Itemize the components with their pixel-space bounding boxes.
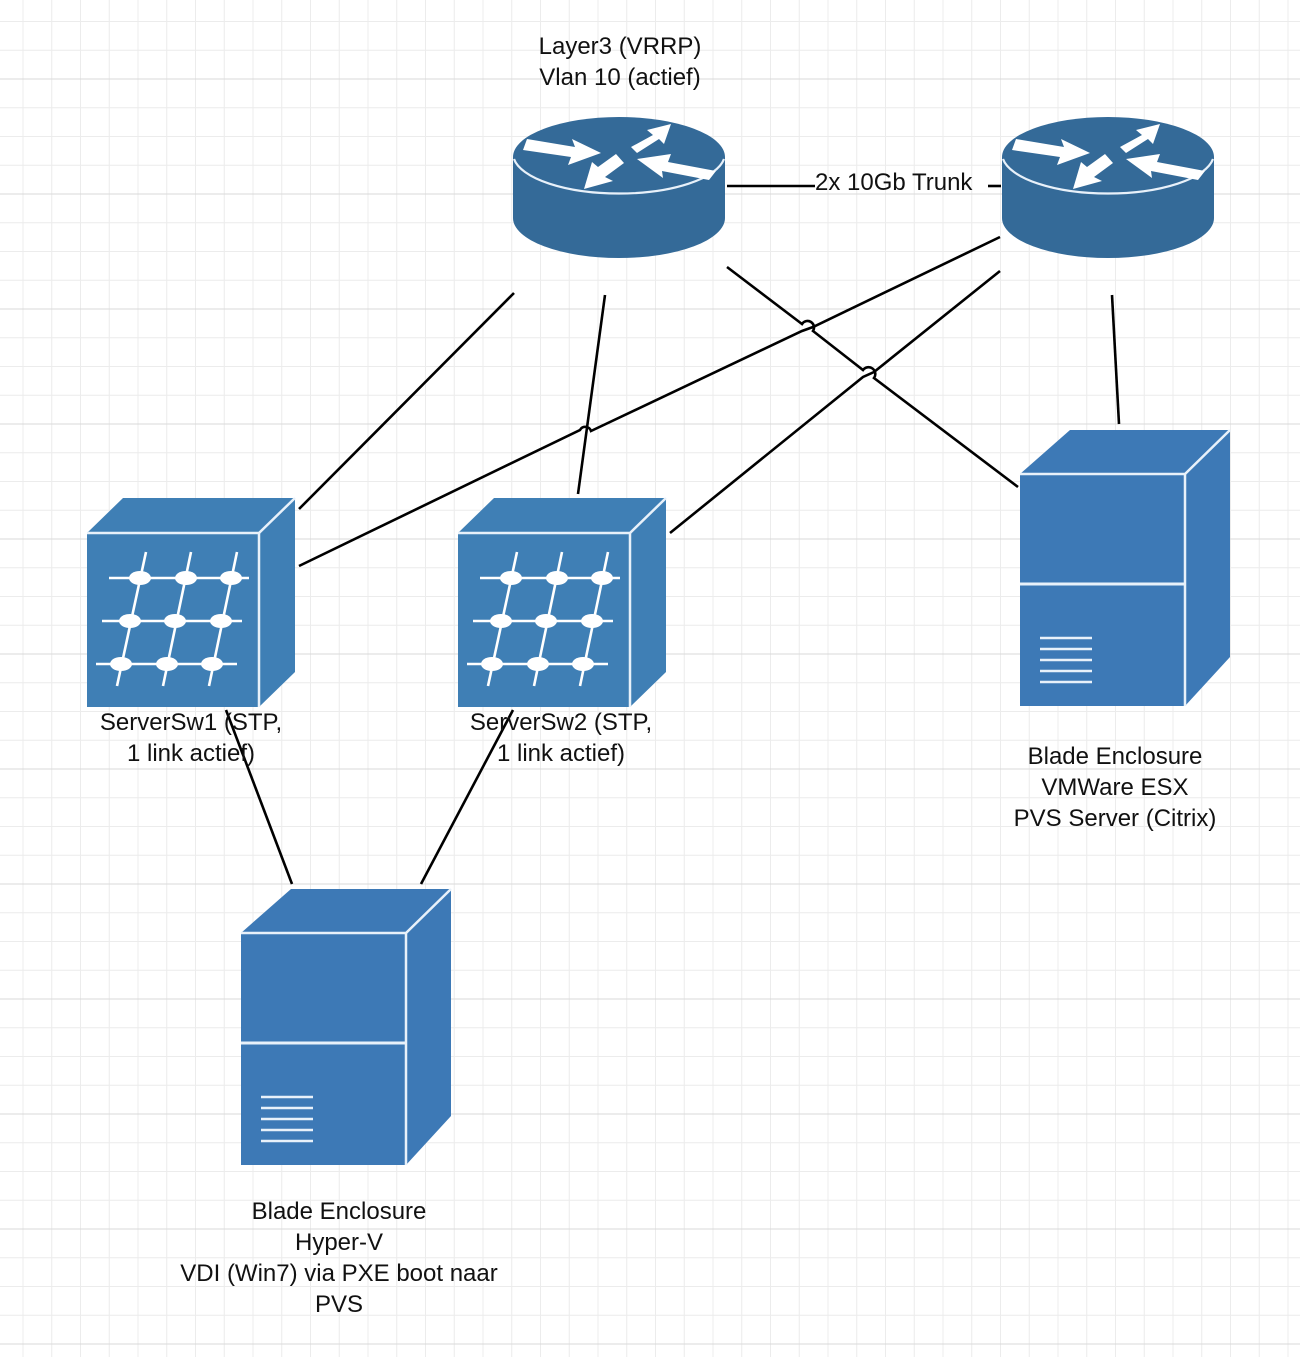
router1-label-line: Layer3 (VRRP) bbox=[538, 33, 702, 60]
router-icon bbox=[1000, 115, 1216, 260]
router1-label-line: Vlan 10 (actief) bbox=[539, 64, 701, 91]
blade-esx-node[interactable] bbox=[1018, 428, 1232, 708]
router1-node[interactable] bbox=[511, 115, 727, 260]
serversw2-label: ServerSw2 (STP, 1 link actief) bbox=[411, 707, 711, 769]
blade-hyperv-node[interactable] bbox=[239, 887, 453, 1167]
blade-esx-label: Blade Enclosure VMWare ESX PVS Server (C… bbox=[965, 741, 1265, 834]
blade-hyperv-label-line: Blade Enclosure bbox=[251, 1198, 427, 1225]
layer3-switch-icon bbox=[85, 496, 297, 709]
router2-node[interactable] bbox=[1000, 115, 1216, 260]
link-router1-blade-esx[interactable] bbox=[726, 265, 1019, 489]
link-router2-serversw1[interactable] bbox=[298, 235, 1001, 568]
blade-esx-label-line: VMWare ESX bbox=[1041, 774, 1189, 801]
serversw1-label: ServerSw1 (STP, 1 link actief) bbox=[41, 707, 341, 769]
serversw2-node[interactable] bbox=[456, 496, 668, 709]
layer3-switch-icon bbox=[456, 496, 668, 709]
link-serversw1-blade-hyperv[interactable] bbox=[224, 709, 294, 885]
link-router1-serversw1[interactable] bbox=[298, 292, 515, 510]
server-tower-icon bbox=[1018, 428, 1232, 708]
server-tower-icon bbox=[239, 887, 453, 1167]
link-serversw2-blade-hyperv[interactable] bbox=[419, 709, 515, 885]
blade-hyperv-label-line: PVS bbox=[314, 1291, 364, 1318]
link-router2-serversw2[interactable] bbox=[669, 269, 1001, 535]
blade-esx-label-line: PVS Server (Citrix) bbox=[1013, 805, 1217, 832]
serversw1-label-line: ServerSw1 (STP, bbox=[99, 709, 283, 736]
links bbox=[224, 184, 1121, 885]
serversw2-label-line: 1 link actief) bbox=[496, 740, 626, 767]
blade-hyperv-label-line: Hyper-V bbox=[294, 1229, 384, 1256]
serversw2-label-line: ServerSw2 (STP, bbox=[469, 709, 653, 736]
link-router2-blade-esx[interactable] bbox=[1110, 294, 1121, 425]
serversw1-label-line: 1 link actief) bbox=[126, 740, 256, 767]
serversw1-node[interactable] bbox=[85, 496, 297, 709]
link-router1-serversw2[interactable] bbox=[576, 294, 607, 495]
router1-label: Layer3 (VRRP) Vlan 10 (actief) bbox=[470, 31, 770, 93]
blade-hyperv-label-line: VDI (Win7) via PXE boot naar bbox=[180, 1260, 498, 1287]
trunk-link-label: 2x 10Gb Trunk bbox=[815, 169, 973, 196]
blade-hyperv-label: Blade Enclosure Hyper-V VDI (Win7) via P… bbox=[139, 1196, 539, 1320]
blade-esx-label-line: Blade Enclosure bbox=[1027, 743, 1203, 770]
router-icon bbox=[511, 115, 727, 260]
